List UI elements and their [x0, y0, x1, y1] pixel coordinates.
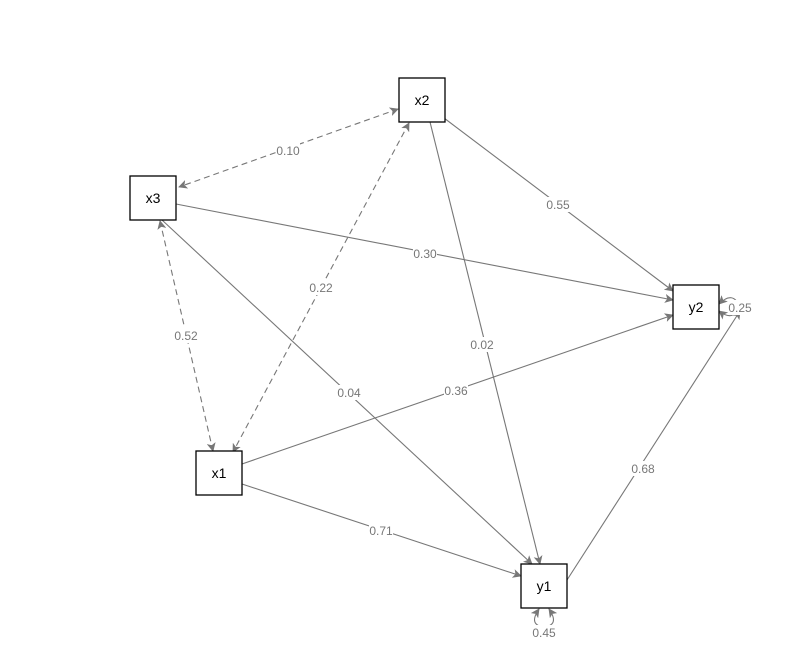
residual-loop-y1 [530, 608, 558, 628]
edges-layer [157, 107, 741, 628]
edge-label-x2-y2-group: 0.55 [546, 197, 570, 212]
edge-label-x1-y2-background [444, 383, 468, 398]
residual-label-y2-background [728, 300, 752, 315]
residual-label-y1-background [532, 625, 556, 640]
node-label-x3: x3 [146, 190, 161, 206]
residual-label-y2: 0.25 [728, 301, 752, 315]
residual-label-y1-group: 0.45 [532, 625, 556, 640]
edge-labels-layer: 0.10 0.22 0.52 0.55 0.30 0.02 0.04 0.36 0.71 0.68… [174, 143, 752, 640]
edge-label-x3-y1: 0.04 [337, 386, 361, 400]
edge-label-x1-y2: 0.36 [444, 384, 468, 398]
node-label-x1: x1 [212, 465, 227, 481]
node-y2[interactable]: y2 [672, 284, 720, 330]
edge-label-x2-x1-group: 0.22 [309, 280, 333, 295]
node-box-x2[interactable] [398, 77, 446, 123]
edge-label-x3-y1-background [337, 385, 361, 400]
edge-label-x2-y2-background [546, 197, 570, 212]
node-box-x3[interactable] [129, 175, 177, 221]
node-x2[interactable]: x2 [398, 77, 446, 123]
node-x3[interactable]: x3 [129, 175, 177, 221]
edge-label-x2-x1-background [309, 280, 333, 295]
edge-label-x2-y1-background [470, 337, 494, 352]
edge-label-x3-y2-group: 0.30 [413, 246, 437, 261]
edge-label-x2-x3: 0.10 [276, 144, 300, 158]
node-box-y2[interactable] [672, 284, 720, 330]
nodes-layer: x1 x2 x3 y1 y2 [129, 77, 720, 609]
edge-y1-y2 [548, 310, 741, 609]
node-x1[interactable]: x1 [195, 450, 243, 496]
edge-label-x3-x1-group: 0.52 [174, 328, 198, 343]
edge-label-x2-y1-group: 0.02 [470, 337, 494, 352]
edge-label-y1-y2-group: 0.68 [631, 461, 655, 476]
edge-label-x3-y2: 0.30 [413, 247, 437, 261]
node-y1[interactable]: y1 [520, 563, 568, 609]
edge-x2-x1 [232, 122, 410, 453]
edge-label-x3-x1: 0.52 [174, 329, 198, 343]
edge-label-x2-x3-group: 0.10 [276, 143, 300, 158]
node-label-x2: x2 [415, 92, 430, 108]
edge-label-y1-y2: 0.68 [631, 462, 655, 476]
node-box-x1[interactable] [195, 450, 243, 496]
edge-label-x2-y1: 0.02 [470, 338, 494, 352]
edge-label-x3-x1-background [174, 328, 198, 343]
edge-label-x1-y2-group: 0.36 [444, 383, 468, 398]
node-label-y1: y1 [537, 578, 552, 594]
node-label-y2: y2 [689, 299, 704, 315]
edge-label-x1-y1-group: 0.71 [369, 523, 393, 538]
edge-label-x1-y1: 0.71 [369, 524, 393, 538]
edge-label-x2-x3-background [276, 143, 300, 158]
edge-label-x3-y1-group: 0.04 [337, 385, 361, 400]
edge-label-y1-y2-background [631, 461, 655, 476]
edge-x2-x3 [178, 107, 399, 189]
residual-label-y1: 0.45 [532, 626, 556, 640]
residual-label-y2-group: 0.25 [728, 300, 752, 315]
edge-label-x3-y2-background [413, 246, 437, 261]
node-box-y1[interactable] [520, 563, 568, 609]
edge-label-x1-y1-background [369, 523, 393, 538]
edge-label-x2-y2: 0.55 [546, 198, 570, 212]
edge-label-x2-x1: 0.22 [309, 281, 333, 295]
